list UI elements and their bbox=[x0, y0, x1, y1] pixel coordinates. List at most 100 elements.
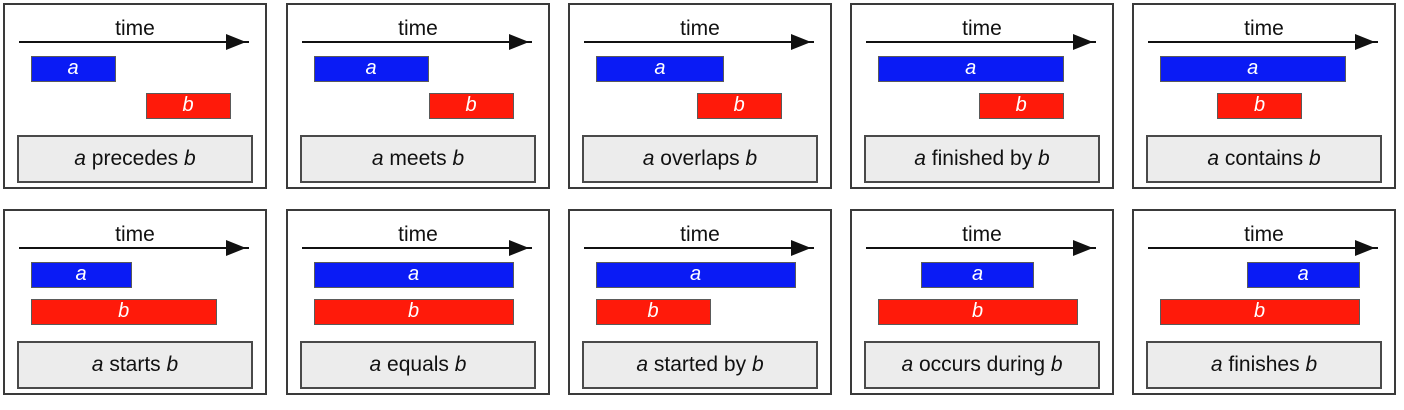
arrow-head-icon bbox=[226, 240, 246, 256]
time-axis-label: time bbox=[1244, 223, 1284, 246]
interval-b-bar: b bbox=[1217, 93, 1303, 119]
interval-b-bar: b bbox=[1159, 299, 1360, 325]
interval-a-bar: a bbox=[921, 262, 1034, 288]
interval-a-bar: a bbox=[313, 262, 514, 288]
caption-var-b: b bbox=[454, 353, 467, 376]
caption-relation: starts bbox=[109, 353, 161, 376]
caption-var-b: b bbox=[1050, 353, 1063, 376]
relation-caption: a occurs during b bbox=[864, 341, 1100, 389]
caption-var-b: b bbox=[1305, 353, 1318, 376]
time-axis-line bbox=[866, 247, 1096, 249]
interval-b-bar: b bbox=[30, 299, 217, 325]
arrow-head-icon bbox=[1355, 240, 1375, 256]
caption-var-b: b bbox=[166, 353, 179, 376]
interval-a-bar: a bbox=[1246, 262, 1360, 288]
arrow-head-icon bbox=[1073, 34, 1093, 50]
arrow-head-icon bbox=[226, 34, 246, 50]
time-axis-label: time bbox=[115, 17, 155, 40]
interval-a-bar: a bbox=[1159, 56, 1346, 82]
caption-relation: finishes bbox=[1228, 353, 1300, 376]
time-axis-label: time bbox=[398, 17, 438, 40]
interval-a-bar: a bbox=[313, 56, 429, 82]
caption-var-a: a bbox=[91, 353, 104, 376]
caption-var-a: a bbox=[371, 147, 384, 170]
caption-relation: equals bbox=[387, 353, 449, 376]
caption-relation: precedes bbox=[91, 147, 179, 170]
time-axis-label: time bbox=[962, 17, 1002, 40]
interval-b-bar: b bbox=[877, 299, 1078, 325]
arrow-head-icon bbox=[791, 240, 811, 256]
time-axis-line bbox=[1148, 41, 1378, 43]
caption-var-a: a bbox=[1210, 353, 1223, 376]
caption-var-a: a bbox=[636, 353, 649, 376]
interval-a-bar: a bbox=[595, 262, 796, 288]
time-axis-label: time bbox=[680, 223, 720, 246]
caption-var-b: b bbox=[452, 147, 465, 170]
relation-caption: a starts b bbox=[17, 341, 253, 389]
time-axis-label: time bbox=[398, 223, 438, 246]
interval-b-bar: b bbox=[145, 93, 231, 119]
caption-relation: occurs during bbox=[918, 353, 1046, 376]
caption-var-a: a bbox=[901, 353, 914, 376]
time-axis-line bbox=[584, 247, 814, 249]
time-axis-label: time bbox=[1244, 17, 1284, 40]
relation-caption: a overlaps b bbox=[582, 135, 818, 183]
interval-b-bar: b bbox=[428, 93, 514, 119]
time-axis-line bbox=[19, 41, 249, 43]
time-axis-line bbox=[302, 247, 532, 249]
caption-var-a: a bbox=[369, 353, 382, 376]
interval-a-bar: a bbox=[30, 56, 116, 82]
interval-b-bar: b bbox=[696, 93, 782, 119]
interval-b-bar: b bbox=[595, 299, 711, 325]
caption-relation: started by bbox=[653, 353, 747, 376]
time-axis-line bbox=[302, 41, 532, 43]
interval-a-bar: a bbox=[595, 56, 725, 82]
caption-relation: meets bbox=[389, 147, 447, 170]
caption-var-b: b bbox=[751, 353, 764, 376]
relation-caption: a contains b bbox=[1146, 135, 1382, 183]
caption-var-b: b bbox=[1308, 147, 1321, 170]
time-axis-line bbox=[584, 41, 814, 43]
caption-relation: contains bbox=[1224, 147, 1304, 170]
arrow-head-icon bbox=[509, 240, 529, 256]
time-axis-line bbox=[19, 247, 249, 249]
caption-var-a: a bbox=[1207, 147, 1220, 170]
arrow-head-icon bbox=[1073, 240, 1093, 256]
caption-var-a: a bbox=[642, 147, 655, 170]
relation-caption: a meets b bbox=[300, 135, 536, 183]
time-axis-line bbox=[866, 41, 1096, 43]
caption-relation: overlaps bbox=[660, 147, 740, 170]
caption-var-b: b bbox=[1038, 147, 1050, 170]
relation-caption: a equals b bbox=[300, 341, 536, 389]
time-axis-label: time bbox=[115, 223, 155, 246]
interval-a-bar: a bbox=[30, 262, 132, 288]
relation-caption: a finishes b bbox=[1146, 341, 1382, 389]
time-axis-line bbox=[1148, 247, 1378, 249]
caption-var-a: a bbox=[914, 147, 926, 170]
relation-caption: a started by b bbox=[582, 341, 818, 389]
relation-caption: a precedes b bbox=[17, 135, 253, 183]
interval-b-bar: b bbox=[313, 299, 514, 325]
relation-caption: a finished by b bbox=[864, 135, 1100, 183]
interval-a-bar: a bbox=[877, 56, 1064, 82]
caption-var-b: b bbox=[745, 147, 758, 170]
caption-relation: finished by bbox=[931, 147, 1033, 170]
caption-var-a: a bbox=[74, 147, 86, 170]
caption-var-b: b bbox=[184, 147, 196, 170]
time-axis-label: time bbox=[680, 17, 720, 40]
arrow-head-icon bbox=[509, 34, 529, 50]
arrow-head-icon bbox=[1355, 34, 1375, 50]
time-axis-label: time bbox=[962, 223, 1002, 246]
interval-b-bar: b bbox=[978, 93, 1064, 119]
arrow-head-icon bbox=[791, 34, 811, 50]
